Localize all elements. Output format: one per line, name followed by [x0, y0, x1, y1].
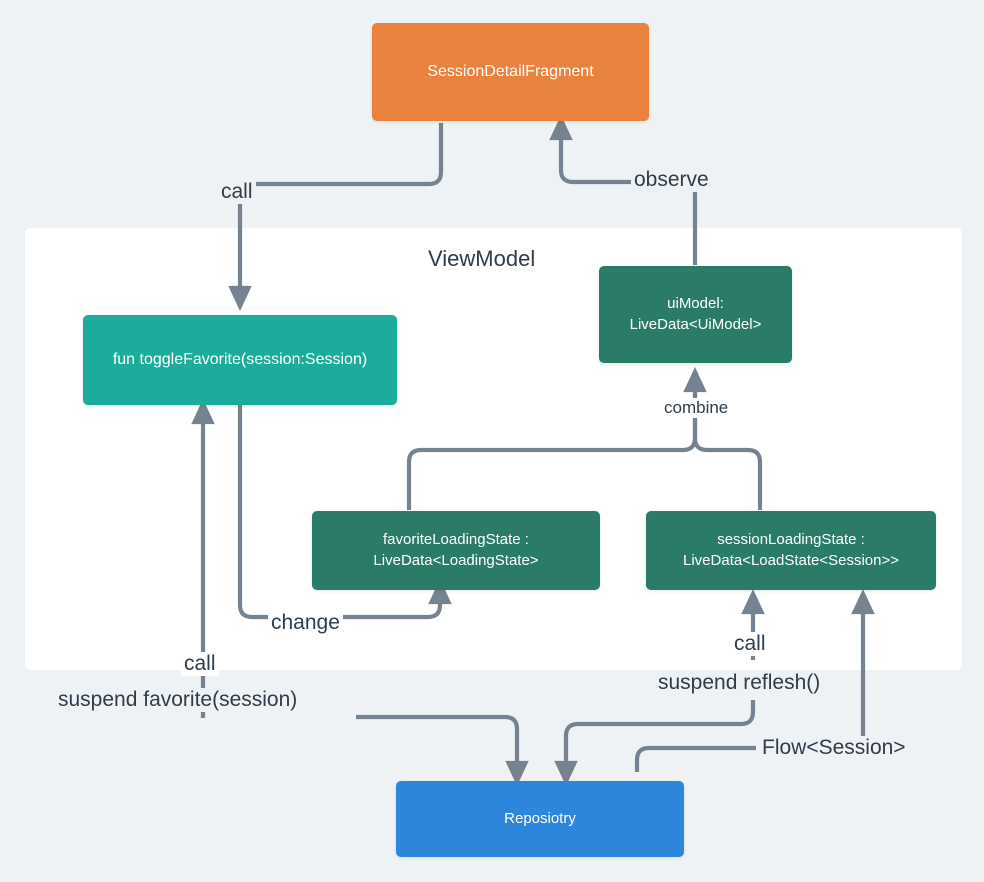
edge-label-call-repo-toggle: call: [181, 652, 219, 676]
node-repository-label: Reposiotry: [504, 809, 576, 827]
node-favorite-loading-state[interactable]: favoriteLoadingState : LiveData<LoadingS…: [312, 511, 600, 590]
node-toggle-favorite[interactable]: fun toggleFavorite(session:Session): [83, 315, 397, 405]
node-session-loading-state[interactable]: sessionLoadingState : LiveData<LoadState…: [646, 511, 936, 590]
node-favorite-loading-state-label: favoriteLoadingState : LiveData<LoadingS…: [373, 531, 539, 569]
node-session-loading-state-label: sessionLoadingState : LiveData<LoadState…: [683, 531, 899, 569]
viewmodel-title: ViewModel: [428, 246, 536, 271]
edge-label-call-fragment-toggle: call: [218, 180, 256, 204]
edge-label-suspend-reflesh: suspend reflesh(): [655, 671, 824, 695]
edge-label-suspend-favorite: suspend favorite(session): [55, 688, 301, 712]
edge-suspend-favorite-to-repo: [356, 714, 529, 787]
node-ui-model[interactable]: uiModel: LiveData<UiModel>: [599, 266, 792, 363]
edge-flow-session-from-repo: [634, 745, 756, 772]
node-session-detail-fragment-label: SessionDetailFragment: [427, 63, 594, 81]
node-toggle-favorite-label: fun toggleFavorite(session:Session): [112, 351, 368, 369]
edge-label-flow-session: Flow<Session>: [759, 736, 909, 760]
edge-suspend-reflesh-to-repo: [554, 700, 756, 787]
edge-label-combine: combine: [661, 398, 732, 418]
edge-label-change: change: [268, 611, 343, 635]
edge-label-observe: observe: [631, 168, 712, 192]
viewmodel-container: [25, 228, 962, 670]
edge-label-call-session-state: call: [731, 632, 769, 656]
node-session-detail-fragment[interactable]: SessionDetailFragment: [372, 23, 649, 121]
node-ui-model-label: uiModel: LiveData<UiModel>: [629, 295, 762, 333]
node-repository[interactable]: Reposiotry: [396, 781, 684, 857]
